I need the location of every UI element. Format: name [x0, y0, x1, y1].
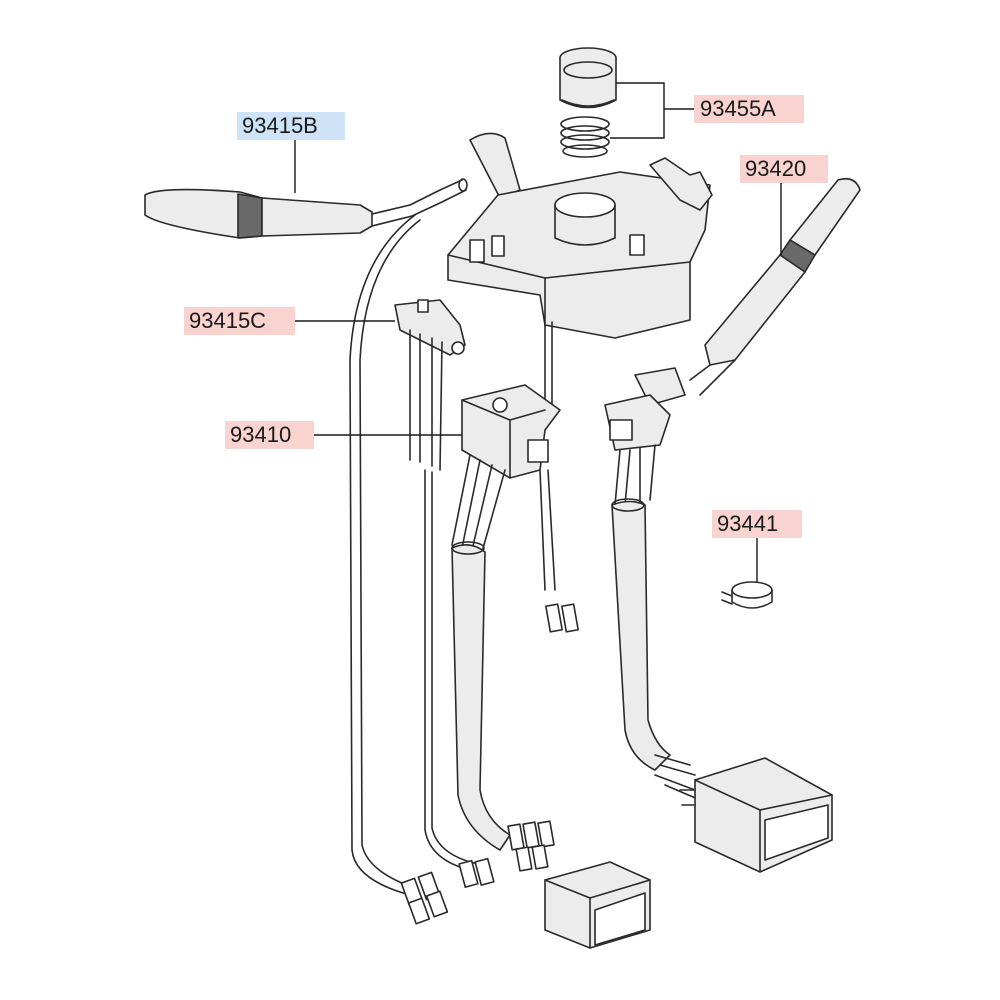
- callout-93455A-box: [694, 95, 804, 123]
- bottom-connector-block: [544, 861, 651, 949]
- callout-93455A-label: 93455A: [700, 96, 776, 121]
- center-left-terminals: [458, 857, 495, 888]
- callout-93410-label: 93410: [230, 422, 291, 447]
- callout-93455A[interactable]: 93455A: [694, 95, 804, 123]
- spring-part: [560, 116, 610, 158]
- module-wire-bundle: [451, 541, 511, 851]
- callout-93415B-box: [237, 112, 345, 140]
- callout-93410[interactable]: 93410: [225, 421, 314, 449]
- cap-part: [559, 47, 617, 109]
- clip-part: [721, 581, 773, 609]
- callout-93441-label: 93441: [717, 511, 778, 536]
- callout-93415C-box: [184, 307, 295, 335]
- right-stalk-lever: [689, 177, 861, 396]
- right-wire-bundle: [611, 498, 701, 801]
- callout-93415B-label: 93415B: [242, 113, 318, 138]
- module-terminals: [507, 820, 555, 872]
- single-wire-terminals: [545, 603, 579, 633]
- switch-module-part: [451, 384, 561, 591]
- callout-93410-box: [225, 421, 314, 449]
- left-terminals: [400, 871, 449, 925]
- right-connector-housing: [604, 367, 686, 506]
- callout-93441[interactable]: 93441: [712, 510, 802, 538]
- callout-93420-box: [740, 155, 828, 183]
- callout-93415B[interactable]: 93415B: [237, 112, 345, 140]
- callout-93415C-label: 93415C: [189, 308, 266, 333]
- callout-93420[interactable]: 93420: [740, 155, 828, 183]
- callout-93420-label: 93420: [745, 156, 806, 181]
- switch-body: [447, 132, 713, 409]
- callout-93441-box: [712, 510, 802, 538]
- callout-93415C[interactable]: 93415C: [184, 307, 295, 335]
- right-large-connector: [679, 757, 833, 873]
- left-stalk-lever: [144, 178, 468, 896]
